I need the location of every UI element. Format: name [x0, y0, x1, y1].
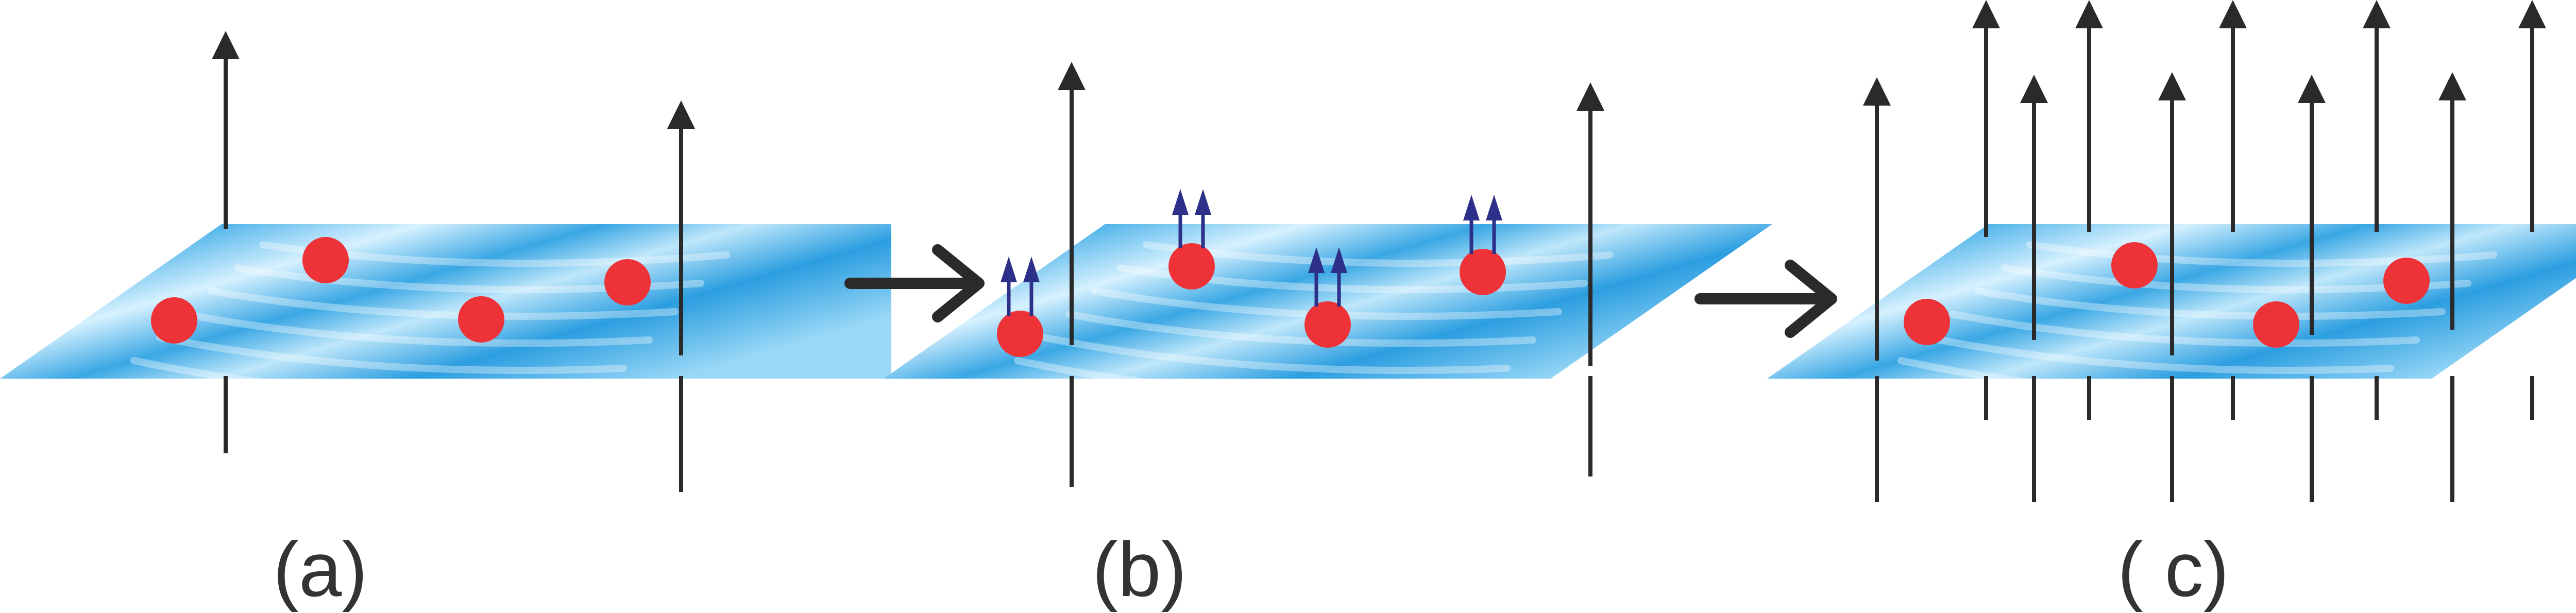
- plane-streak: [1923, 334, 2394, 374]
- plane-streak: [156, 334, 627, 374]
- spin-arrow-head: [1463, 195, 1480, 220]
- flux-arrow-head: [2363, 0, 2391, 28]
- particle: [1904, 299, 1950, 345]
- spin-arrow-head: [1331, 247, 1347, 273]
- ice-plane: [884, 224, 1772, 379]
- flux-arrow-head: [2219, 0, 2247, 28]
- ice-plane: [0, 224, 891, 379]
- flux-arrow-head: [1972, 0, 2000, 28]
- plane-streak: [1014, 357, 1485, 402]
- panel-b: [884, 62, 1772, 487]
- plane-streak: [182, 311, 653, 347]
- flux-arrow-head: [2158, 72, 2186, 100]
- particle: [151, 297, 197, 344]
- plane-streak: [1040, 334, 1511, 374]
- process-arrow-head: [1785, 260, 1837, 338]
- spin-arrow-head: [1486, 195, 1502, 220]
- plane-streak: [208, 287, 679, 320]
- particle: [997, 311, 1043, 357]
- flux-arrow-head: [2075, 0, 2103, 28]
- particle: [2253, 301, 2299, 348]
- flux-arrow-head: [2518, 0, 2546, 28]
- particle: [1304, 301, 1351, 348]
- plane-streak: [130, 357, 601, 402]
- panel-label-a: (a): [273, 526, 368, 612]
- plane-streak: [1975, 287, 2446, 320]
- flux-arrow-head: [212, 31, 240, 59]
- process-arrow-head: [932, 244, 985, 322]
- panel-a: [0, 31, 891, 492]
- panel-c: [1767, 0, 2576, 502]
- spin-arrow-head: [1172, 189, 1189, 215]
- flux-arrow-head: [1863, 77, 1891, 106]
- particle: [604, 259, 651, 305]
- flux-arrow-head: [667, 100, 695, 129]
- plane-streak: [1065, 311, 1536, 347]
- spin-arrow-head: [1308, 247, 1325, 273]
- flux-arrow-head: [2020, 75, 2048, 103]
- flux-arrow-head: [1577, 82, 1604, 111]
- particle: [2111, 242, 2158, 288]
- plane-streak: [2026, 241, 2497, 267]
- process-arrows: [844, 244, 1837, 338]
- spin-arrow-head: [1001, 257, 1017, 282]
- plane-streak: [1897, 357, 2368, 402]
- flux-arrow-head: [2298, 75, 2326, 103]
- flux-arrow-head: [1058, 62, 1086, 90]
- panel-label-b: (b): [1092, 526, 1187, 612]
- particle: [1168, 243, 1215, 290]
- spin-arrow-head: [1195, 189, 1211, 215]
- particle: [1460, 249, 1506, 295]
- particle: [302, 237, 349, 283]
- particle: [2383, 258, 2430, 304]
- spin-arrow-head: [1023, 257, 1040, 282]
- flux-arrow-head: [2438, 72, 2466, 100]
- particle: [458, 296, 504, 343]
- panel-label-c: ( c): [2117, 526, 2229, 612]
